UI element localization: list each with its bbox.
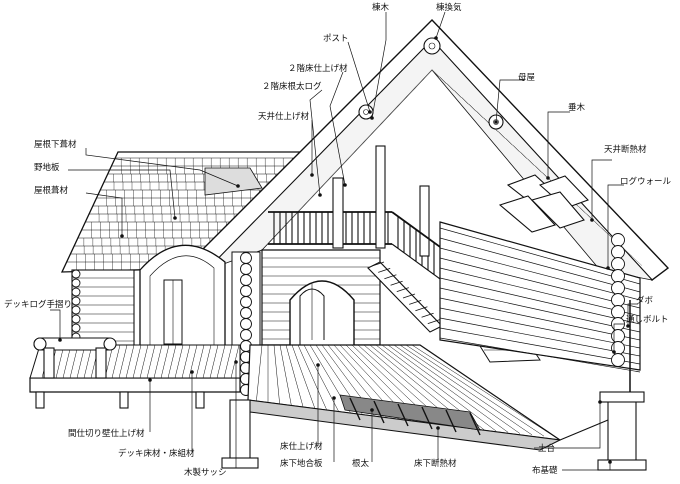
left-wing-walls [71,244,226,351]
label-roof-finish: 屋根葺材 [34,185,69,196]
label-log-wall: ログウォール [620,176,672,187]
label-deck-floor: デッキ床材・床組材 [118,448,195,459]
deck [29,337,241,409]
label-ceiling-insulation: 天井断熱材 [604,144,647,155]
foundation [221,391,647,471]
interior-floor [247,344,562,451]
label-floor-sub: 床下地合板 [280,458,323,469]
main-gable-roof [188,18,670,281]
label-neda: 根太 [352,458,370,469]
label-post: ポスト [323,34,349,44]
labels: 棟木 棟換気 ポスト ２階床仕上げ材 ２階床根太ログ 天井仕上げ材 屋根下葺材 … [4,2,672,478]
leader-lines [50,11,638,471]
label-ceiling-finish: 天井仕上げ材 [258,111,310,122]
label-roof-under: 屋根下葺材 [34,139,77,150]
label-foundation: 布基礎 [532,465,558,476]
label-nojiita: 野地板 [34,162,60,173]
label-munakanki: 棟換気 [436,2,462,13]
label-taruki: 垂木 [568,102,586,113]
label-wood-sash: 木製サッシ [184,467,227,478]
label-munagi: 棟木 [372,2,390,13]
label-dabo: ダボ [636,295,654,306]
center-wall [231,249,381,396]
label-floor-finish: 床仕上げ材 [280,441,323,452]
label-floor2-finish: ２階床仕上げ材 [288,63,348,74]
label-partition-finish: 間仕切り壁仕上げ材 [68,428,145,439]
right-log-wall [439,221,641,410]
loft-railing [268,145,459,293]
label-deck-handrail: デッキログ手摺り [4,299,72,310]
label-moya: 母屋 [518,73,536,83]
label-floor-insulation: 床下断熱材 [414,458,457,469]
label-floor2-log: ２階床根太ログ [262,81,322,92]
house-illustration [29,18,670,471]
label-dodai: 土台 [538,443,555,454]
label-through-bolt: 通しボルト [626,314,669,325]
